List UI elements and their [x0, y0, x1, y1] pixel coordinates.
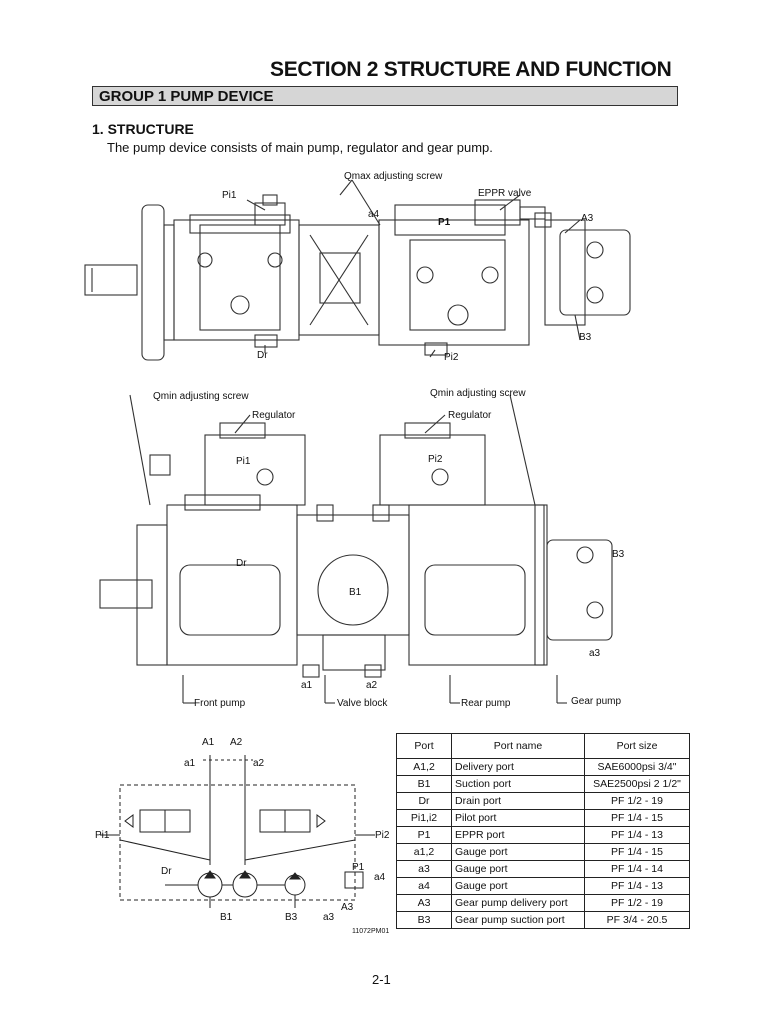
label-a3-front: a3 [589, 648, 601, 659]
structure-description: The pump device consists of main pump, r… [107, 140, 493, 155]
pump-front-view-drawing [99, 394, 613, 704]
label-a1-front: a1 [301, 680, 313, 691]
cell-port: A1,2 [396, 758, 452, 776]
cell-port-name: Pilot port [451, 809, 585, 827]
label-pi2-top: Pi2 [444, 352, 459, 363]
label-b3-front: B3 [612, 549, 625, 560]
schematic-label-Dr: Dr [161, 866, 172, 877]
label-a4: a4 [368, 209, 380, 220]
hydraulic-schematic [100, 755, 375, 908]
cell-port-size: PF 1/2 - 19 [584, 894, 690, 912]
header-port-size: Port size [584, 733, 690, 759]
cell-port-size: PF 3/4 - 20.5 [584, 911, 690, 929]
cell-port-size: PF 1/4 - 14 [584, 860, 690, 878]
cell-port-name: Suction port [451, 775, 585, 793]
cell-port-name: Gauge port [451, 843, 585, 861]
label-valve-block: Valve block [337, 698, 388, 709]
schematic-label-a4: a4 [374, 872, 386, 883]
label-b1-front: B1 [349, 587, 362, 598]
port-table-header-row: Port Port name Port size [396, 733, 690, 759]
schematic-label-a3: a3 [323, 912, 335, 923]
schematic-label-A2: A2 [230, 737, 243, 748]
cell-port-name: Gauge port [451, 860, 585, 878]
cell-port: a4 [396, 877, 452, 895]
schematic-label-a1: a1 [184, 758, 196, 769]
label-pi1-front: Pi1 [236, 456, 251, 467]
label-qmax-adjusting-screw: Qmax adjusting screw [344, 171, 443, 182]
label-pi2-front: Pi2 [428, 454, 443, 465]
cell-port-name: Gear pump suction port [451, 911, 585, 929]
cell-port-name: Delivery port [451, 758, 585, 776]
schematic-label-B1: B1 [220, 912, 233, 923]
cell-port-name: EPPR port [451, 826, 585, 844]
section-title: SECTION 2 STRUCTURE AND FUNCTION [270, 58, 672, 81]
cell-port-size: SAE2500psi 2 1/2" [584, 775, 690, 793]
schematic-label-A1: A1 [202, 737, 215, 748]
cell-port-size: PF 1/4 - 15 [584, 809, 690, 827]
header-port: Port [396, 733, 452, 759]
cell-port: B3 [396, 911, 452, 929]
schematic-label-Pi2: Pi2 [375, 830, 390, 841]
label-dr-front: Dr [236, 558, 247, 569]
label-p1: P1 [438, 217, 451, 228]
cell-port-size: PF 1/4 - 13 [584, 877, 690, 895]
cell-port: Pi1,i2 [396, 809, 452, 827]
cell-port-size: PF 1/4 - 15 [584, 843, 690, 861]
label-b3-top: B3 [579, 332, 592, 343]
label-eppr-valve: EPPR valve [478, 188, 532, 199]
cell-port-size: SAE6000psi 3/4" [584, 758, 690, 776]
schematic-label-a2: a2 [253, 758, 265, 769]
page-number: 2-1 [372, 972, 391, 987]
schematic-label-P1: P1 [352, 862, 365, 873]
cell-port-name: Drain port [451, 792, 585, 810]
label-rear-pump: Rear pump [461, 698, 511, 709]
schematic-label-Pi1: Pi1 [95, 830, 110, 841]
label-regulator-left: Regulator [252, 410, 296, 421]
schematic-label-B3: B3 [285, 912, 298, 923]
label-qmin-adjusting-screw-right: Qmin adjusting screw [430, 388, 526, 399]
cell-port: P1 [396, 826, 452, 844]
pump-top-view-drawing [84, 179, 631, 361]
header-port-name: Port name [451, 733, 585, 759]
cell-port-name: Gear pump delivery port [451, 894, 585, 912]
label-gear-pump: Gear pump [571, 696, 622, 707]
label-regulator-right: Regulator [448, 410, 492, 421]
label-qmin-adjusting-screw-left: Qmin adjusting screw [153, 391, 249, 402]
cell-port: Dr [396, 792, 452, 810]
structure-heading: 1. STRUCTURE [92, 121, 194, 137]
cell-port-size: PF 1/4 - 13 [584, 826, 690, 844]
label-a2-front: a2 [366, 680, 378, 691]
group-title: GROUP 1 PUMP DEVICE [99, 88, 274, 105]
cell-port-size: PF 1/2 - 19 [584, 792, 690, 810]
cell-port: a1,2 [396, 843, 452, 861]
label-dr-top: Dr [257, 350, 268, 361]
cell-port: A3 [396, 894, 452, 912]
schematic-label-A3: A3 [341, 902, 354, 913]
cell-port-name: Gauge port [451, 877, 585, 895]
label-pi1-top: Pi1 [222, 190, 237, 201]
group-title-bar: GROUP 1 PUMP DEVICE [92, 86, 678, 106]
figure-id: 11072PM01 [352, 928, 390, 935]
label-front-pump: Front pump [194, 698, 246, 709]
cell-port: a3 [396, 860, 452, 878]
cell-port: B1 [396, 775, 452, 793]
label-a3-top: A3 [581, 213, 594, 224]
